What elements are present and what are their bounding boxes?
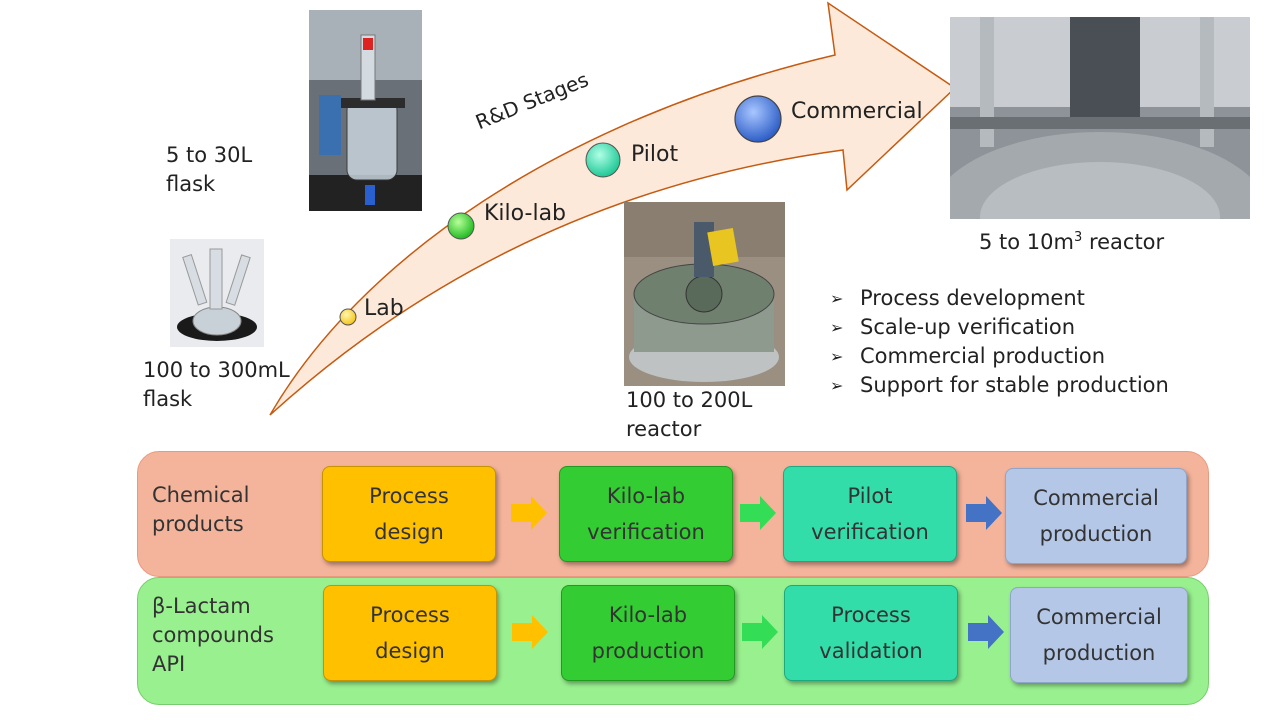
step-commercial-production: Commercial production	[1005, 468, 1187, 564]
step-commercial-production: Commercial production	[1010, 587, 1188, 683]
list-item: ➢Commercial production	[830, 342, 1169, 371]
step-pilot-verification: Pilot verification	[783, 466, 957, 562]
bullet-arrow-icon: ➢	[830, 318, 844, 337]
stage-dot-pilot	[585, 142, 621, 178]
services-list: ➢Process development ➢Scale-up verificat…	[830, 284, 1169, 400]
list-item: ➢Support for stable production	[830, 371, 1169, 400]
stage-dot-commercial	[734, 95, 782, 143]
step-process-validation: Process validation	[784, 585, 958, 681]
arrow-right-icon	[740, 496, 776, 530]
list-item: ➢Scale-up verification	[830, 313, 1169, 342]
list-item: ➢Process development	[830, 284, 1169, 313]
arrow-right-icon	[742, 615, 778, 649]
step-process-design: Process design	[323, 585, 497, 681]
stage-dot-lab	[339, 308, 357, 326]
stage-label-kilo-lab: Kilo-lab	[484, 201, 567, 226]
step-process-design: Process design	[322, 466, 496, 562]
bullet-arrow-icon: ➢	[830, 347, 844, 366]
bullet-arrow-icon: ➢	[830, 289, 844, 308]
pilot-reactor-photo	[624, 202, 785, 386]
stage-label-lab: Lab	[364, 296, 404, 321]
stage-label-pilot: Pilot	[631, 142, 679, 167]
arrow-right-icon	[512, 615, 548, 649]
stage-dot-kilo-lab	[447, 212, 475, 240]
step-kilo-lab-verification: Kilo-lab verification	[559, 466, 733, 562]
small-flask-photo	[170, 239, 264, 347]
commercial-reactor-photo	[950, 17, 1250, 219]
large-flask-photo	[309, 10, 422, 211]
arrow-right-icon	[966, 496, 1002, 530]
caption-commercial-reactor: 5 to 10m3 reactor	[979, 230, 1165, 254]
arrow-right-icon	[968, 615, 1004, 649]
bullet-arrow-icon: ➢	[830, 376, 844, 395]
stage-label-commercial: Commercial	[791, 99, 923, 124]
arrow-right-icon	[511, 496, 547, 530]
step-kilo-lab-production: Kilo-lab production	[561, 585, 735, 681]
